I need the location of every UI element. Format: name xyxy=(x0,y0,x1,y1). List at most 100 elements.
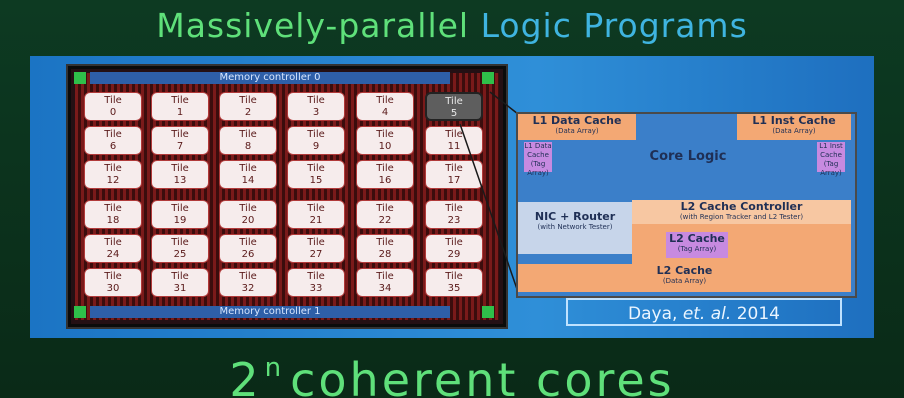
memory-controller-0: Memory controller 0 xyxy=(90,72,450,84)
memory-controller-1: Memory controller 1 xyxy=(90,306,450,318)
caption-rest: coherent cores xyxy=(290,353,675,398)
tile-label: Tile xyxy=(307,237,325,248)
core-tile-detail: L1 Data Cache (Data Array) L1 Inst Cache… xyxy=(516,112,857,298)
tile-label: Tile xyxy=(445,271,463,282)
tile-number: 33 xyxy=(309,283,323,294)
l1-data-cache-sub: (Data Array) xyxy=(555,127,599,135)
tile-number: 29 xyxy=(447,249,461,260)
citation-box: Daya, et. al. 2014 xyxy=(566,298,842,326)
tile-number: 10 xyxy=(378,141,392,152)
tile-number: 32 xyxy=(241,283,255,294)
l1-data-cache: L1 Data Cache (Data Array) xyxy=(518,114,636,140)
tile-label: Tile xyxy=(104,95,122,106)
tile-label: Tile xyxy=(376,129,394,140)
caption-base: 2 xyxy=(229,353,262,398)
caption-exponent: n xyxy=(264,353,285,383)
tile-number: 21 xyxy=(309,215,323,226)
tile-label: Tile xyxy=(376,95,394,106)
tile-number: 27 xyxy=(309,249,323,260)
tile-number: 2 xyxy=(244,107,252,118)
tile-number: 35 xyxy=(447,283,461,294)
tile-number: 16 xyxy=(378,175,392,186)
tile-number: 26 xyxy=(241,249,255,260)
tile-number: 3 xyxy=(312,107,320,118)
tile-number: 7 xyxy=(176,141,184,152)
tile-label: Tile xyxy=(104,237,122,248)
l1-data-tag-label: L1 Data Cache (Tag Array) xyxy=(524,142,552,177)
tile-number: 12 xyxy=(106,175,120,186)
tile-label: Tile xyxy=(445,237,463,248)
l1-inst-tag-array: L1 Inst Cache (Tag Array) xyxy=(817,142,845,177)
tile-label: Tile xyxy=(307,271,325,282)
tile-label: Tile xyxy=(376,271,394,282)
tile-label: Tile xyxy=(239,203,257,214)
tile-number: 15 xyxy=(309,175,323,186)
tile-number: 24 xyxy=(106,249,120,260)
corner-block-top-left xyxy=(74,72,86,84)
tile-label: Tile xyxy=(376,163,394,174)
tile-label: Tile xyxy=(239,163,257,174)
core-logic: Core Logic xyxy=(598,150,778,170)
tile-number: 14 xyxy=(241,175,255,186)
citation-author: Daya, xyxy=(628,304,678,324)
l2-cache-controller: L2 Cache Controller (with Region Tracker… xyxy=(632,200,851,224)
title-part-2: Logic Programs xyxy=(480,6,748,45)
l2-cache-tag-sub: (Tag Array) xyxy=(677,245,717,253)
corner-block-bottom-right xyxy=(482,306,494,318)
tile-label: Tile xyxy=(239,237,257,248)
tile-number: 28 xyxy=(378,249,392,260)
corner-block-bottom-left xyxy=(74,306,86,318)
l2-cache-data-title: L2 Cache xyxy=(656,264,713,277)
l1-data-tag-array: L1 Data Cache (Tag Array) xyxy=(524,142,552,177)
corner-block-top-right xyxy=(482,72,494,84)
tile-label: Tile xyxy=(307,163,325,174)
nic-router: NIC + Router (with Network Tester) xyxy=(518,202,632,254)
tile-label: Tile xyxy=(171,237,189,248)
tile-label: Tile xyxy=(239,95,257,106)
nic-router-title: NIC + Router xyxy=(534,210,616,223)
tile-number: 18 xyxy=(106,215,120,226)
tile-number: 34 xyxy=(378,283,392,294)
tile-label: Tile xyxy=(307,129,325,140)
tile-label: Tile xyxy=(307,203,325,214)
tile-label: Tile xyxy=(445,203,463,214)
tile-label: Tile xyxy=(376,203,394,214)
citation-etal: et. al. xyxy=(682,304,732,324)
l1-inst-tag-label: L1 Inst Cache (Tag Array) xyxy=(819,142,843,177)
tile-number: 20 xyxy=(241,215,255,226)
slide-title: Massively-parallel Logic Programs xyxy=(0,6,904,45)
l2-cache-tag-array: L2 Cache (Tag Array) xyxy=(666,232,728,258)
l1-inst-cache-sub: (Data Array) xyxy=(772,127,816,135)
tile-number: 11 xyxy=(447,141,461,152)
core-logic-label: Core Logic xyxy=(649,149,727,164)
tile-number: 8 xyxy=(244,141,252,152)
l1-inst-cache: L1 Inst Cache (Data Array) xyxy=(737,114,851,140)
l2-cache-controller-sub: (with Region Tracker and L2 Tester) xyxy=(679,213,804,221)
tile-label: Tile xyxy=(171,163,189,174)
tile-label: Tile xyxy=(171,129,189,140)
nic-router-sub: (with Network Tester) xyxy=(537,223,613,231)
